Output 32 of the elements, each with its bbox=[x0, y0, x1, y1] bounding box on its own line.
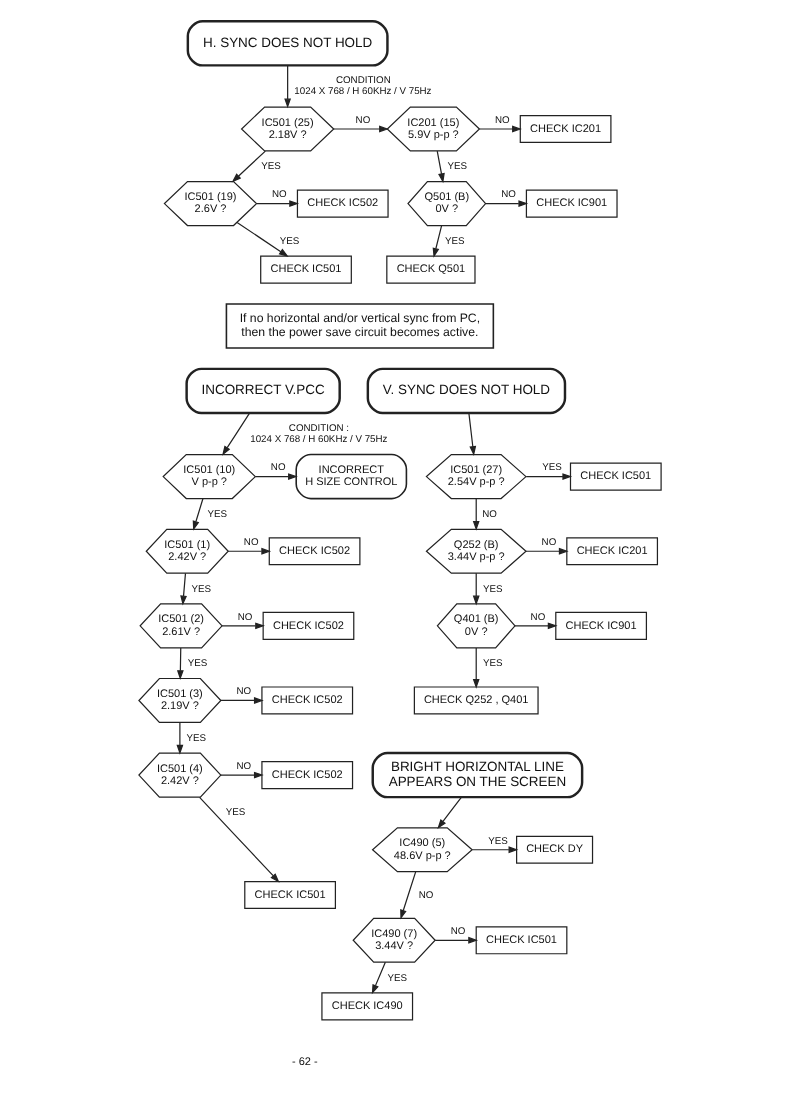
arrow bbox=[479, 125, 522, 133]
arrow bbox=[472, 647, 480, 689]
arrow bbox=[256, 200, 300, 208]
arrow bbox=[400, 871, 417, 920]
arrow bbox=[176, 721, 184, 755]
arrow bbox=[176, 647, 184, 680]
arrow bbox=[471, 846, 519, 854]
arrow bbox=[371, 961, 386, 995]
arrow bbox=[236, 221, 289, 257]
arrow bbox=[432, 225, 443, 258]
arrow bbox=[434, 936, 479, 944]
arrow bbox=[222, 412, 251, 456]
arrow bbox=[436, 150, 445, 184]
arrow bbox=[227, 547, 272, 555]
arrow bbox=[231, 150, 266, 183]
arrow bbox=[284, 64, 292, 109]
arrow bbox=[221, 622, 265, 630]
arrow bbox=[472, 498, 480, 531]
arrow bbox=[220, 697, 264, 704]
arrow bbox=[254, 473, 298, 481]
arrow bbox=[514, 622, 558, 630]
arrow bbox=[220, 771, 264, 779]
arrow bbox=[468, 412, 477, 456]
arrow bbox=[199, 796, 280, 883]
arrow bbox=[192, 498, 204, 531]
arrow bbox=[525, 547, 569, 555]
arrow bbox=[333, 125, 389, 133]
arrow bbox=[472, 572, 480, 606]
arrow bbox=[180, 572, 187, 606]
arrow bbox=[485, 200, 529, 208]
arrow bbox=[525, 473, 573, 481]
arrow bbox=[437, 796, 463, 829]
